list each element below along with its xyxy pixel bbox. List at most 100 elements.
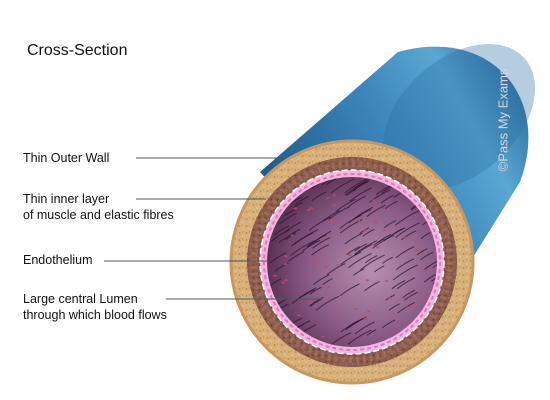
lumen-fibre-streak [311, 244, 329, 256]
lumen-fibre-streak [330, 178, 355, 194]
lumen-fibre-streak [392, 264, 418, 281]
lumen-fibre-streak [308, 216, 332, 231]
lumen-fibre-streak [339, 218, 363, 234]
label-outer-wall: Thin Outer Wall [23, 150, 109, 166]
lumen-cell-nucleus [336, 264, 341, 267]
lumen-cell-nucleus [309, 207, 314, 210]
lumen-fibre-streak [293, 229, 319, 245]
lumen-fibre-streak [270, 229, 290, 242]
lumen-fibre-streak [403, 291, 419, 301]
lumen-cell-nucleus [405, 306, 410, 309]
lumen-cell-nucleus [315, 261, 319, 265]
lumen-cell-nucleus [326, 286, 331, 289]
lumen-cell-nucleus [321, 232, 326, 235]
lumen-fibre-streak [307, 239, 318, 247]
lumen-fibre-streak [311, 191, 327, 202]
lumen-fibre-streak [419, 251, 434, 261]
lumen-fibre-streak [344, 232, 363, 245]
lumen-cell-nucleus [397, 214, 402, 217]
lumen-fibre-streak [309, 286, 322, 295]
lumen-fibre-streak [374, 265, 385, 273]
lumen-cell-nucleus [375, 203, 380, 206]
lumen-fibre-streak [273, 225, 290, 236]
lumen-fibre-streak [391, 279, 406, 290]
lumen-fibre-streak [372, 234, 395, 249]
lumen-cell-nucleus [297, 314, 301, 317]
lumen-fibre-streak [347, 252, 372, 269]
lumen-fibre-streak [288, 228, 301, 237]
lumen-fibre-streak [423, 271, 437, 283]
lumen-fibre-streak [395, 222, 420, 238]
lumen-fibre-streak [354, 321, 376, 335]
label-lumen-line1: Large central Lumen [23, 292, 138, 306]
label-lumen: Large central Lumen through which blood … [23, 291, 167, 323]
lumen-cell-nucleus [415, 249, 420, 252]
lumen-cell-nucleus [323, 265, 328, 268]
lumen-cell-nucleus [403, 236, 408, 240]
lumen-fibre-streak [322, 210, 341, 222]
lumen-cell-nucleus [363, 317, 367, 320]
lumen-fibre-streak [269, 252, 287, 264]
lumen-fibre-streak [369, 189, 391, 203]
lumen-fibre-streak [349, 187, 372, 202]
lumen-fibre-streak [346, 246, 361, 256]
lumen-fibre-streak [402, 289, 416, 299]
lumen-fibre-streak [278, 232, 296, 244]
lumen-fibre-streak [353, 179, 368, 190]
lumen-cell-nucleus [363, 229, 368, 232]
lumen-fibre-streak [352, 181, 369, 192]
lumen-fibre-streak [291, 289, 315, 305]
lumen-fibre-streak [383, 219, 397, 229]
lumen-cell-nucleus [410, 305, 414, 309]
lumen-fibre-streak [348, 208, 371, 224]
lumen-fibre-streak [366, 204, 386, 218]
lumen-fibre-streak [354, 243, 373, 256]
lumen-cell-nucleus [332, 194, 337, 197]
label-inner-layer-line1: Thin inner layer [23, 192, 110, 206]
lumen-cell-nucleus [384, 280, 389, 283]
lumen-cell-nucleus [367, 310, 371, 313]
lumen-fibre-streak [396, 277, 416, 290]
lumen-fibre-streak [274, 262, 289, 272]
lumen-fibre-streak [376, 233, 392, 244]
lumen-cell-nucleus [290, 234, 294, 237]
label-inner-layer: Thin inner layer of muscle and elastic f… [23, 191, 174, 223]
lumen-cell-nucleus [422, 296, 426, 299]
lumen-cell-nucleus [311, 259, 315, 262]
lumen-cell-nucleus [365, 279, 370, 282]
lumen-fibre-streak [360, 254, 386, 271]
lumen-cell-nucleus [321, 335, 325, 338]
lumen-fibre-streak [315, 295, 340, 311]
lumen-fibre-streak [366, 329, 377, 336]
lumen-fibre-streak [401, 230, 417, 241]
lumen-fibre-streak [362, 228, 375, 237]
lumen-fibre-streak [309, 298, 322, 307]
lumen-cell-nucleus [273, 274, 277, 277]
lumen-cell-nucleus [284, 279, 288, 282]
diagram-title: Cross-Section [27, 42, 128, 59]
lumen-cell-nucleus [281, 281, 286, 284]
lumen-fibre-streak [322, 277, 333, 286]
lumen-fibre-streak [347, 329, 372, 345]
lumen-fibre-streak [347, 320, 360, 328]
lumen-cell-nucleus [354, 307, 358, 311]
lumen-fibre-streak [388, 303, 400, 311]
lumen-fibre-streak [380, 194, 394, 204]
lumen-fibre-streak [363, 280, 380, 292]
lumen-cell-nucleus [375, 246, 380, 249]
lumen-fibre-streak [353, 268, 365, 276]
lumen-fibre-streak [394, 209, 421, 226]
lumen-fibre-streak [309, 296, 324, 307]
lumen-fibre-streak [328, 206, 350, 220]
lumen-fibre-streak [395, 246, 415, 259]
lumen-cell-nucleus [332, 204, 337, 207]
lumen-fibre-streak [354, 243, 368, 252]
lumen-fibre-streak [313, 274, 330, 286]
lumen-fibre-streak [292, 201, 303, 209]
lumen-fibre-streak [423, 259, 437, 271]
lumen-cell-nucleus [356, 219, 361, 222]
watermark: ©Pass My Exams [495, 68, 511, 172]
label-outer-wall-text: Thin Outer Wall [23, 151, 110, 165]
lumen-fibre-streak [364, 255, 378, 264]
lumen-fibre-streak [290, 239, 316, 256]
